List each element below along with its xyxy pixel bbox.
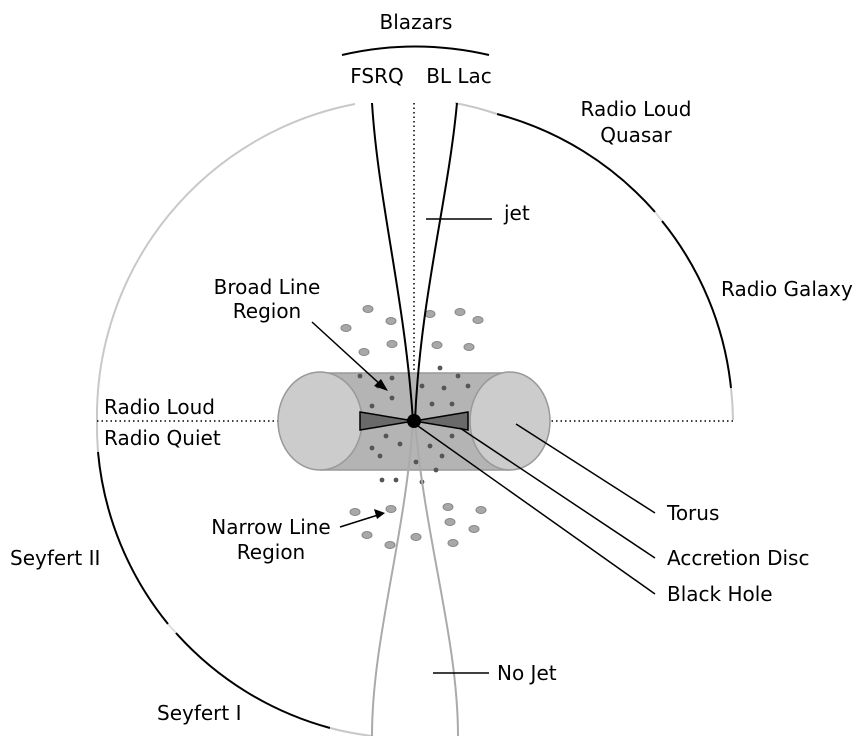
label-no-jet: No Jet — [497, 661, 557, 685]
torus-left-end — [277, 371, 363, 471]
label-radio-loud: Radio Loud — [104, 395, 215, 419]
narrow-line-region-arrowhead — [374, 509, 385, 519]
narrow-line-region-clouds — [340, 305, 487, 549]
black-hole — [407, 414, 421, 428]
label-blazars: Blazars — [380, 10, 453, 34]
broad-line-region-arrow — [311, 321, 383, 387]
jet-right-edge — [414, 102, 458, 422]
black-hole-leader — [417, 425, 656, 595]
counterjet-left-edge — [371, 420, 414, 736]
label-seyfert-1: Seyfert I — [157, 701, 242, 725]
label-narrow-line-region-1: Narrow Line — [211, 515, 331, 539]
torus-right-end — [469, 371, 551, 471]
outer-arc-top-right-light — [454, 102, 498, 115]
outer-arc-upper-left — [95, 103, 356, 421]
label-seyfert-2: Seyfert II — [10, 546, 100, 570]
label-narrow-line-region-2: Region — [237, 540, 305, 564]
torus-leader — [515, 423, 656, 514]
narrow-line-region-arrow — [339, 514, 379, 528]
jet-left-edge — [371, 102, 414, 422]
label-torus: Torus — [666, 501, 719, 525]
outer-arc-right-end — [730, 387, 734, 421]
label-radio-quiet: Radio Quiet — [104, 426, 221, 450]
label-jet: jet — [503, 201, 530, 225]
broad-line-region-dots — [357, 365, 471, 485]
outer-arc-seyfert2-segment — [97, 451, 169, 625]
label-radio-loud-quasar-2: Quasar — [600, 123, 672, 147]
outer-arc-quasar-segment — [496, 113, 656, 213]
label-accretion-disc: Accretion Disc — [667, 546, 809, 570]
outer-arc-lower-left-light — [95, 419, 99, 453]
label-broad-line-region-2: Region — [233, 299, 301, 323]
label-bl-lac: BL Lac — [426, 64, 492, 88]
broad-line-region-arrowhead — [374, 379, 388, 391]
outer-arc-gap-lower — [167, 623, 177, 634]
outer-arc-seyfert1-segment — [175, 632, 331, 729]
label-broad-line-region-1: Broad Line — [214, 275, 321, 299]
label-fsrq: FSRQ — [350, 64, 404, 88]
label-radio-galaxy: Radio Galaxy — [721, 277, 853, 301]
blazars-bracket — [341, 45, 490, 56]
label-black-hole: Black Hole — [667, 582, 773, 606]
outer-arc-gap — [654, 211, 663, 222]
outer-arc-radio-galaxy-segment — [661, 220, 732, 389]
outer-arc-bottom-light — [329, 727, 373, 736]
accretion-disc-leader — [459, 427, 656, 559]
counterjet-right-edge — [414, 420, 459, 736]
label-radio-loud-quasar-1: Radio Loud — [581, 97, 692, 121]
